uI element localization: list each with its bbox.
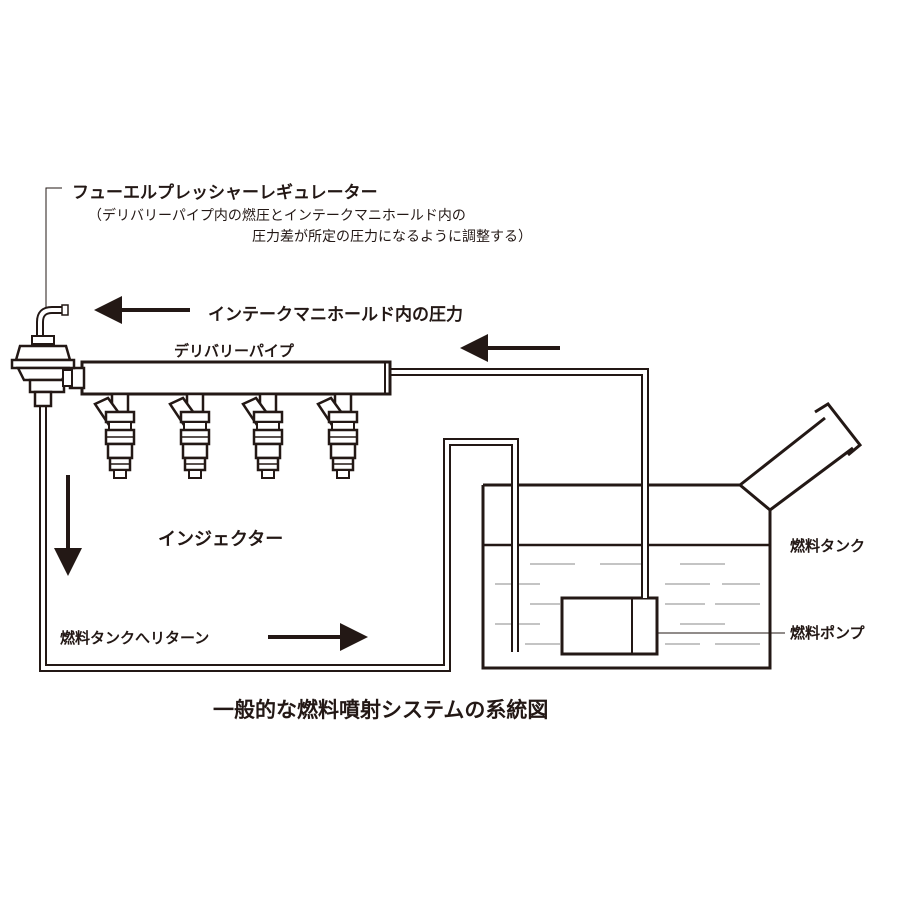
fuel-pump-label: 燃料ポンプ [790,624,865,642]
fuel-tank [481,402,863,670]
fuel-level-lines [495,563,760,645]
return-to-tank-label: 燃料タンクへリターン [60,629,210,647]
injector-label: インジェクター [158,529,284,550]
fuel-tank-label: 燃料タンク [790,537,866,555]
regulator-note-line-2: 圧力差が所定の圧力になるように調整する） [252,229,532,245]
fuel-pump [560,596,659,656]
filler-cap [814,402,863,457]
filler-neck-left [739,416,826,487]
regulator-label: フューエルプレッシャーレギュレーター [72,183,378,203]
intake-pressure-label: インテークマニホールド内の圧力 [208,305,463,325]
filler-neck-right [769,446,854,512]
injector-4 [316,392,359,479]
fuel-pressure-regulator [10,304,76,408]
regulator-note-line-1: （デリバリーパイプ内の燃圧とインテークマニホールド内の [88,208,466,224]
injector-2 [168,392,211,479]
delivery-pipe [80,360,392,396]
diagram-caption: 一般的な燃料噴射システムの系統図 [213,698,549,722]
delivery-pipe-label: デリバリーパイプ [174,342,294,360]
injector-3 [241,392,284,479]
regulator-leader-line [45,187,62,310]
tank-outline [481,483,772,670]
injector-1 [93,392,136,479]
